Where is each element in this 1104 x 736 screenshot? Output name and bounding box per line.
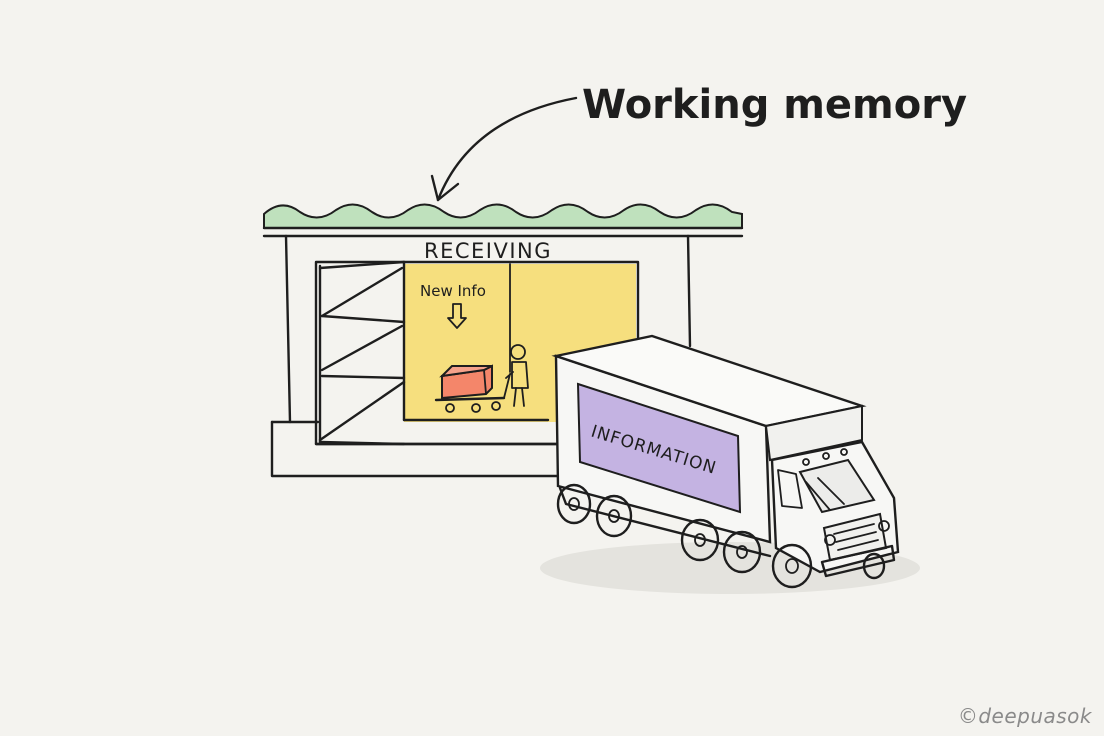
windshield	[798, 458, 876, 514]
receiving-sign: RECEIVING	[424, 239, 552, 263]
truck-wheels	[556, 483, 886, 589]
worker-figure	[505, 344, 529, 407]
box-on-cart	[434, 364, 511, 413]
artist-credit: ©deepuasok	[957, 704, 1092, 728]
new-info-label: New Info	[420, 282, 486, 300]
down-arrow-icon	[447, 303, 467, 329]
warehouse-roof	[263, 203, 743, 229]
delivery-truck: INFORMATION	[540, 334, 920, 594]
headline-text: Working memory	[582, 82, 967, 128]
pointer-arrow	[430, 96, 578, 202]
information-panel	[576, 382, 742, 514]
shutter-door	[318, 260, 406, 446]
